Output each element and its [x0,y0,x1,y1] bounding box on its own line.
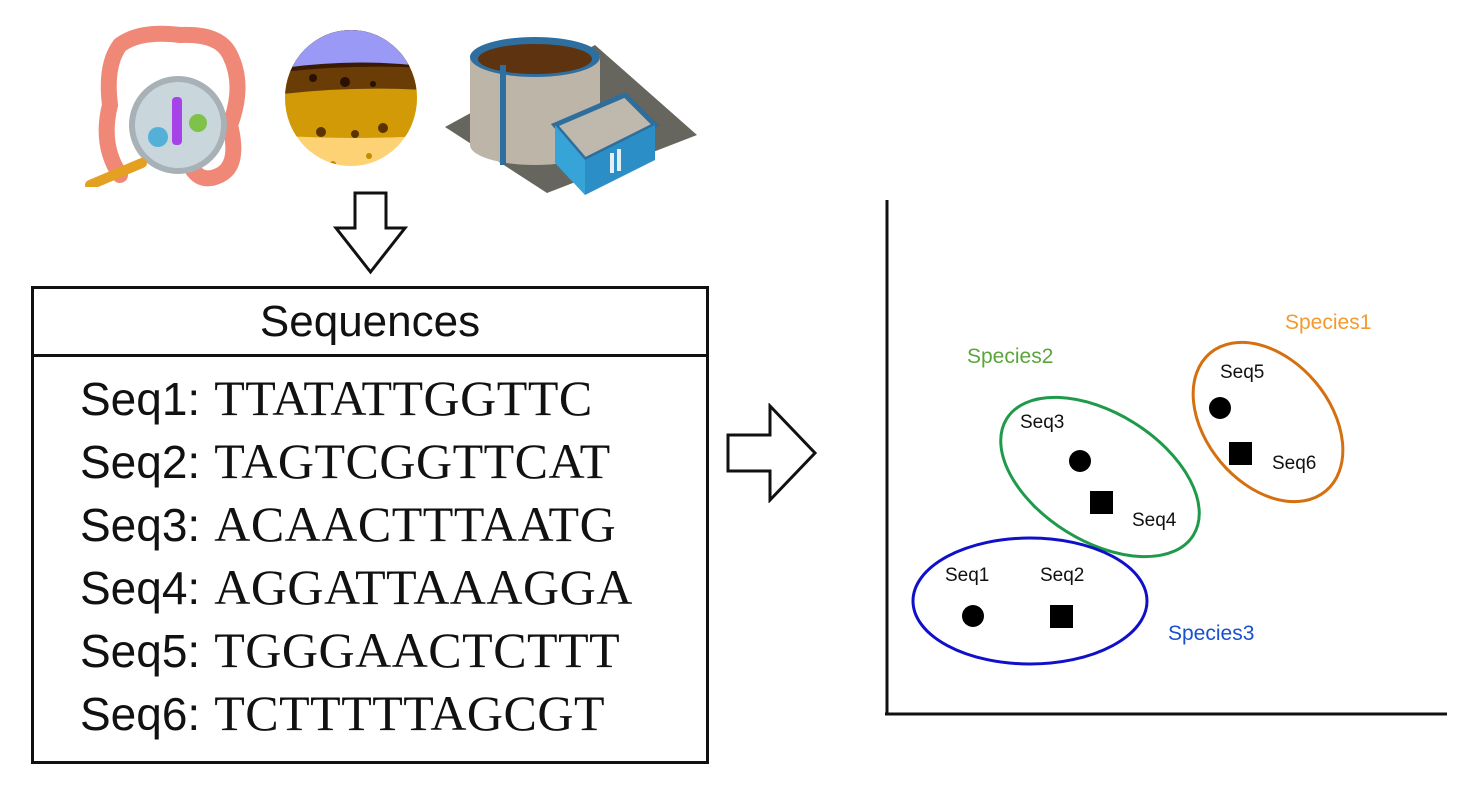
point-label: Seq4 [1132,510,1177,531]
point-label: Seq3 [1020,412,1064,433]
sequence-label: Seq1: [80,373,201,425]
species-label: Species1 [1285,311,1371,334]
sequence-bases: AGGATTAAAGGA [214,559,633,615]
point-marker-seq1 [962,605,984,627]
sequence-row: Seq2:TAGTCGGTTCAT [80,430,706,493]
sequence-label: Seq6: [80,688,201,740]
right-arrow-icon [726,403,818,503]
sequence-row: Seq1:TTATATTGGTTC [80,367,706,430]
sequence-row: Seq5:TGGGAACTCTTT [80,619,706,682]
point-marker-seq4 [1090,491,1113,514]
species-label: Species3 [1168,622,1254,645]
intestine-magnifier-icon [85,25,246,187]
sequence-row: Seq4:AGGATTAAAGGA [80,556,706,619]
sequence-row: Seq3:ACAACTTTAATG [80,493,706,556]
point-marker-seq2 [1050,605,1073,628]
sequence-bases: TCTTTTTAGCGT [214,685,606,741]
sequence-label: Seq2: [80,436,201,488]
cluster-ellipse-species3 [911,536,1149,666]
point-label: Seq5 [1220,362,1264,383]
sequence-label: Seq3: [80,499,201,551]
cluster-ellipse-species1 [1191,340,1345,504]
down-arrow-icon [333,191,408,275]
point-label: Seq2 [1040,565,1084,586]
sequence-bases: TTATATTGGTTC [214,370,593,426]
species-label: Species2 [967,345,1053,368]
sequence-row: Seq6:TCTTTTTAGCGT [80,682,706,745]
point-label: Seq1 [945,565,989,586]
sequence-bases: TAGTCGGTTCAT [214,433,611,489]
sequences-title: Sequences [34,289,706,357]
point-marker-seq5 [1209,397,1231,419]
soil-layers-icon [285,30,417,166]
treatment-plant-icon [445,37,697,195]
sequence-bases: ACAACTTTAATG [214,496,617,552]
point-label: Seq6 [1272,453,1316,474]
sequence-label: Seq4: [80,562,201,614]
point-marker-seq3 [1069,450,1091,472]
point-marker-seq6 [1229,442,1252,465]
sequence-bases: TGGGAACTCTTT [214,622,621,678]
sequence-label: Seq5: [80,625,201,677]
cluster-ellipse-species2 [999,395,1201,559]
